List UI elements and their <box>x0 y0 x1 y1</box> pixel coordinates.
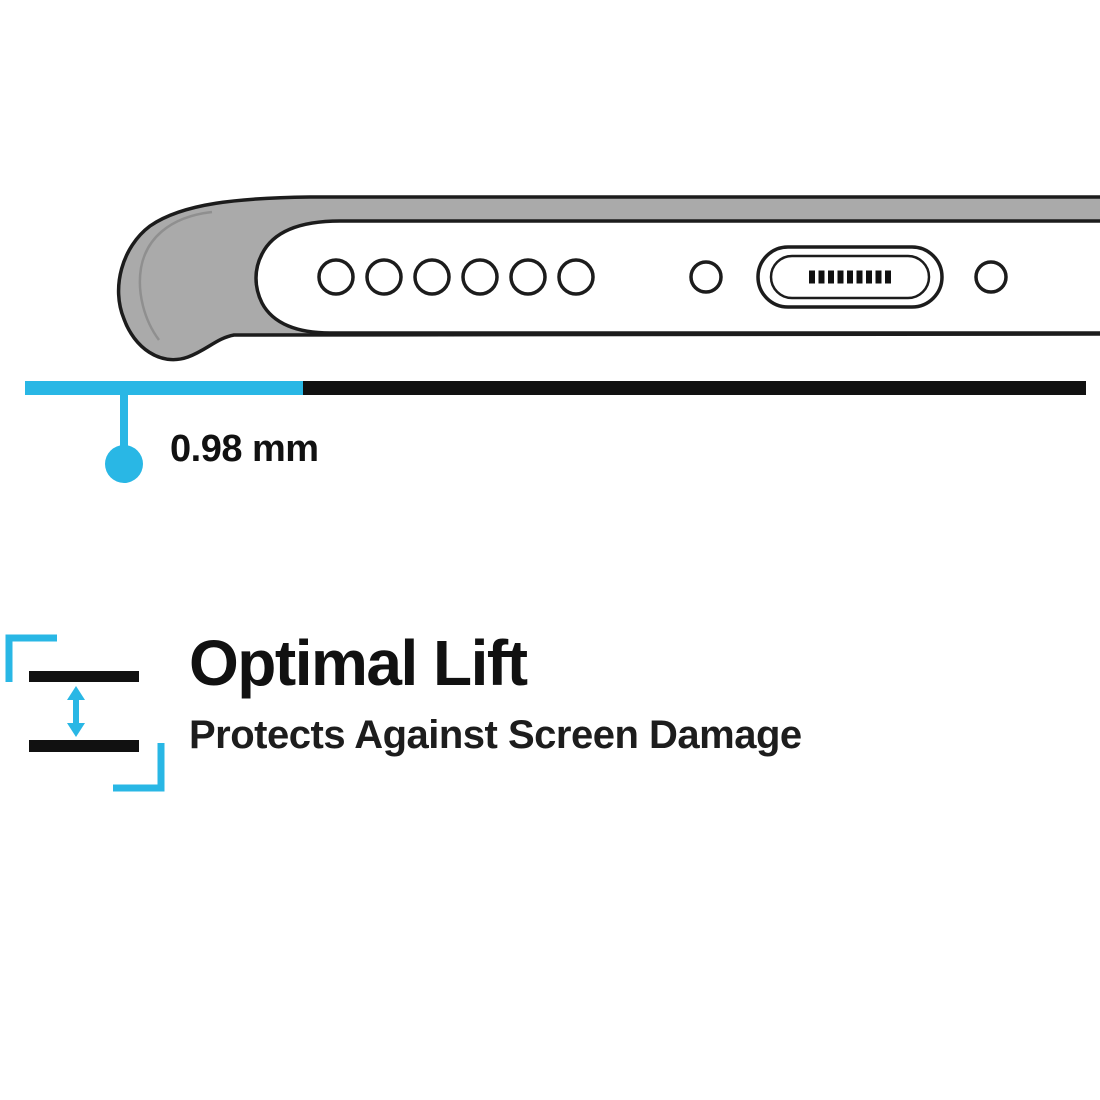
screw-hole-right <box>974 260 1008 294</box>
bracket-bottom-right-icon <box>113 743 165 792</box>
speaker-hole <box>509 258 547 296</box>
feature-block: Optimal Lift Protects Against Screen Dam… <box>5 628 802 795</box>
bracket-top-left-icon <box>5 634 57 682</box>
case-lip-inner-edge <box>138 210 213 341</box>
lower-surface-line <box>29 740 139 752</box>
feature-subtitle: Protects Against Screen Damage <box>189 713 802 758</box>
measure-pointer-line <box>120 395 128 451</box>
phone-case-bottom-edge-illustration: 0.98 mm <box>25 195 1100 483</box>
speaker-hole <box>365 258 403 296</box>
speaker-hole <box>557 258 595 296</box>
upper-surface-line <box>29 671 139 682</box>
speaker-hole <box>317 258 355 296</box>
measure-pointer-dot <box>105 445 143 483</box>
speaker-holes <box>317 258 595 296</box>
charging-port <box>756 245 944 309</box>
speaker-hole <box>461 258 499 296</box>
measurement-label: 0.98 mm <box>170 428 319 470</box>
device-baseline-bar <box>303 381 1086 395</box>
feature-title: Optimal Lift <box>189 627 528 699</box>
speaker-hole <box>413 258 451 296</box>
lip-height-bar <box>25 381 303 395</box>
feature-text: Optimal Lift Protects Against Screen Dam… <box>189 628 802 757</box>
screw-hole-left <box>689 260 723 294</box>
double-arrow-icon <box>67 686 85 737</box>
lift-gap-icon <box>5 634 165 792</box>
